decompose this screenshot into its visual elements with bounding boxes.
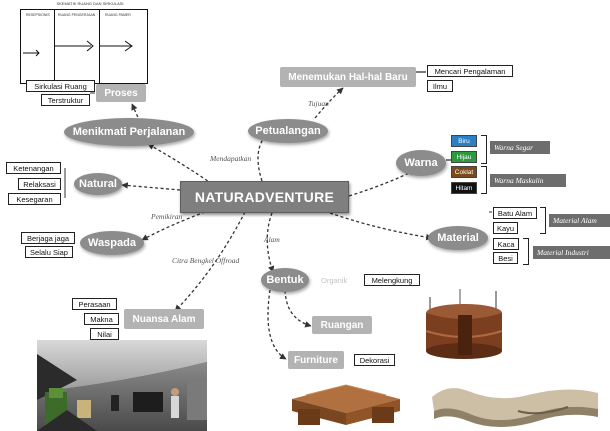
tag-warna-maskulin: Warna Maskulin [490,174,566,187]
box-dekorasi: Dekorasi [354,354,395,366]
edge-ruangan [284,284,312,328]
curved-bench-render [432,388,598,427]
box-terstruktur: Terstruktur [41,94,90,106]
box-relaksasi: Relaksasi [18,178,61,190]
round-shelf-render [425,289,503,359]
edge-natural [121,182,181,191]
node-material: Material [428,226,488,250]
box-kayu: Kayu [493,222,518,234]
wooden-table-render [292,384,400,425]
box-ketenangan: Ketenangan [6,162,61,174]
edge-label-alam: Alam [264,235,280,244]
bracket-warna-segar [481,135,487,164]
plan-label-2: RUANG PENGERJAAN [58,13,96,17]
tag-material-industri: Material Industri [533,246,610,259]
node-nuansa-alam: Nuansa Alam [124,309,204,329]
edge-waspada [141,211,206,241]
edge-warna [348,169,416,197]
swatch-hijau: Hijau [451,151,477,163]
edge-label-citra: Citra Bengkel Offroad [172,256,240,265]
node-waspada: Waspada [80,231,144,255]
node-proses: Proses [96,84,146,102]
node-natural: Natural [74,173,122,195]
bracket-material-industri [523,238,529,265]
box-besi: Besi [493,252,518,264]
node-furniture: Furniture [288,351,344,369]
bracket-warna-maskulin [481,166,487,194]
circulation-plan-sketch: RESEPSIONIS RUANG PENGERJAAN RUANG PAMER [20,9,148,84]
box-sirkulasi-ruang: Sirkulasi Ruang [26,80,95,92]
box-berjaga-jaga: Berjaga jaga [21,232,75,244]
box-ilmu: Ilmu [427,80,453,92]
edge-label-pemikiran: Pemikiran [151,212,183,221]
edge-bentuk [266,212,275,273]
edge-label-tujuan: Tujuan [308,99,329,108]
node-petualangan: Petualangan [248,119,328,143]
edge-menikmati [147,143,213,185]
plan-label-1: RESEPSIONIS [26,13,50,17]
edge-material [329,212,433,241]
edge-label-mendapatkan: Mendapatkan [210,154,252,163]
bracket-material-alam [540,207,546,234]
swatch-biru: Biru [451,135,477,147]
box-selalu-siap: Selalu Siap [25,246,73,258]
edge-label-organik: Organik [321,276,348,285]
box-makna: Makna [84,313,119,325]
node-menikmati-perjalanan: Menikmati Perjalanan [64,118,194,146]
node-warna: Warna [396,150,446,176]
box-batu-alam: Batu Alam [493,207,537,219]
box-kaca: Kaca [493,238,519,250]
swatch-coklat: Coklat [451,166,477,178]
box-kesegaran: Kesegaran [8,193,61,205]
edge-furniture [267,289,287,360]
node-bentuk: Bentuk [261,268,309,292]
swatch-hitam: Hitam [451,182,477,194]
node-menemukan: Menemukan Hal-hal Baru [280,67,416,87]
box-perasaan: Perasaan [72,298,117,310]
box-nilai: Nilai [90,328,119,340]
edge-nuansa [174,211,246,312]
box-mencari-pengalaman: Mencari Pengalaman [427,65,513,77]
plan-label-3: RUANG PAMER [105,13,131,17]
interior-render-image [37,340,207,431]
plan-arrows [23,40,133,57]
node-ruangan: Ruangan [312,316,372,334]
sketch-header: SKEMATIK RUANG DAN SIRKULASI [56,1,124,6]
box-melengkung: Melengkung [364,274,420,286]
tag-warna-segar: Warna Segar [490,141,550,154]
tag-material-alam: Material Alam [549,214,610,227]
central-node: NATURADVENTURE [180,181,349,213]
